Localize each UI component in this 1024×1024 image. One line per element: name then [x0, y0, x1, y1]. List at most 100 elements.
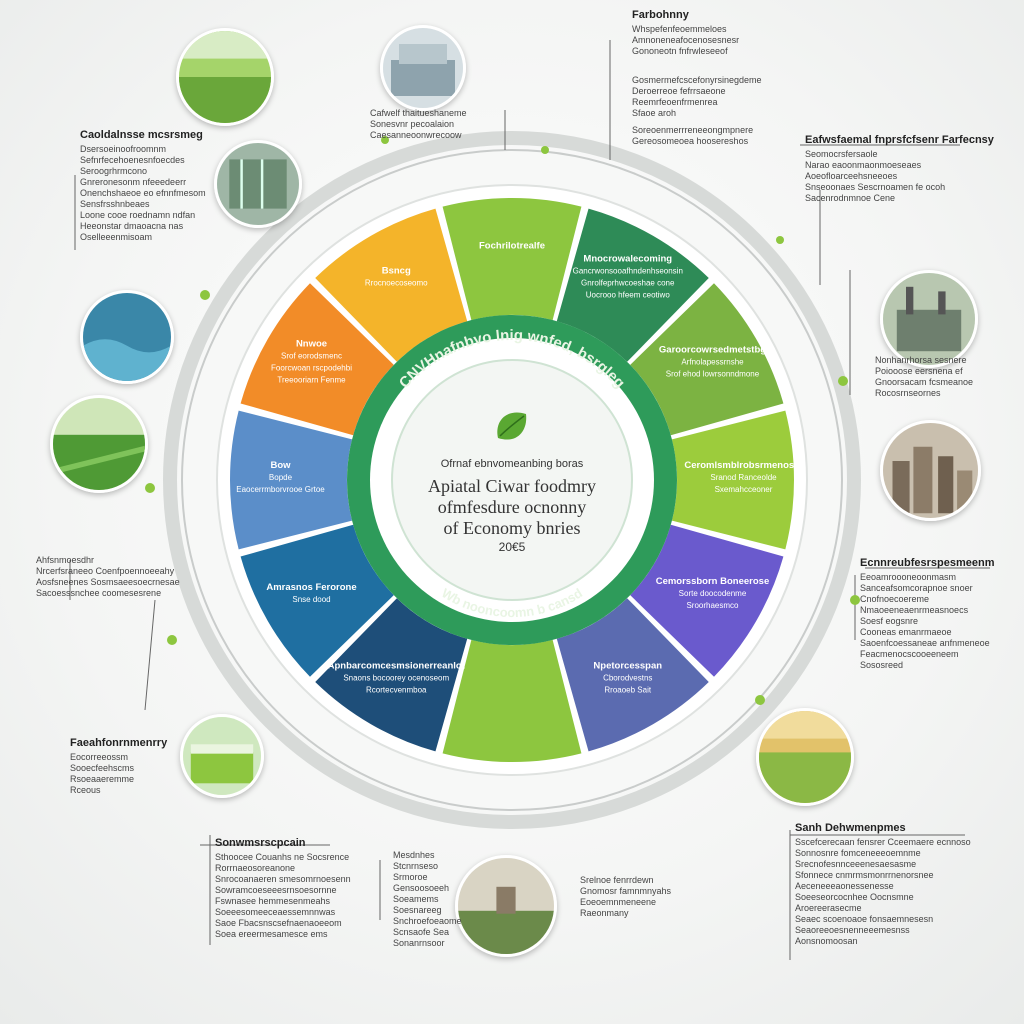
left3-title: Faeahfonrnmenrry: [70, 737, 168, 749]
segment-label: Npetorcesspan: [593, 660, 662, 671]
segment-label: Bsncg: [382, 266, 411, 277]
callout-line: Gensoosoeeh: [393, 883, 450, 893]
outer-ring: [163, 131, 861, 829]
callout-line: Onenchshaeoe eo efnnfmesom: [80, 188, 206, 198]
callout-line: Aeceneeeaonessenesse: [795, 881, 894, 891]
top-callout-title: Farbohnny: [632, 9, 689, 21]
segment-label: Fochrilotrealfe: [479, 241, 545, 252]
meadow-photo: [756, 708, 854, 806]
callout-line: Gereosomeoea hoosereshos: [632, 136, 749, 146]
city-photo: [880, 420, 981, 521]
wheel-segment: [671, 410, 794, 550]
segment-label: Apnbarcomcesmsionerreanlot: [328, 660, 466, 671]
segment-subline: Arfnolapessrnshe: [681, 357, 744, 366]
callout-line: Caesanneoonwrecoow: [370, 130, 462, 140]
center-disc: [391, 359, 633, 601]
callout-line: Gosmermefcscefonyrsinegdeme: [632, 75, 762, 85]
wheel-segment: [442, 639, 582, 762]
segment-subline: Sorte doocodenme: [679, 589, 747, 598]
callout-line: Raeonmany: [580, 908, 629, 918]
callout-line: Soesnareeg: [393, 905, 442, 915]
callout-line: Sowramcoeseeesrnsoesornne: [215, 885, 337, 895]
segment-label: Amrasnos Ferorone: [266, 582, 356, 593]
right2-callout: Nonhanrhorsa sesnere Poiooose eersnena e…: [875, 355, 973, 399]
callout-line: Snseoonaes Sescrnoamen fe ocoh: [805, 182, 946, 192]
greenhouse-2-photo: [180, 714, 264, 798]
callout-line: Soreoenmerrreneeongmpnere: [632, 125, 754, 135]
callout-line: Soea ereermesamesce ems: [215, 929, 328, 939]
callout-line: Scnsaofe Sea: [393, 927, 450, 937]
left3-callout: Faeahfonrnmenrry Eocorreeossm Sooecfeehs…: [70, 738, 167, 796]
callout-line: Stcnrnseso: [393, 861, 439, 871]
wheel-segment: [556, 208, 709, 362]
callout-line: Sooecfeehscms: [70, 763, 135, 773]
callout-line: Seaec scoenoaoe fonsaemnesesn: [795, 914, 934, 924]
callout-line: Dsersoeinoofroomnm: [80, 144, 167, 154]
callout-line: Whspefenfeoemmeloes: [632, 24, 727, 34]
bottom-center-callout: Srelnoe fenrrdewn Gnomosr famnmnyahs Eoe…: [580, 875, 671, 919]
callout-line: Sfonnece cnmrmsmonrrnenorsnee: [795, 870, 934, 880]
callout-line: Narao eaoonmaonmoeseaes: [805, 160, 922, 170]
segment-subline: Gnrolfeprhwcoeshae cone: [581, 279, 675, 288]
top-callout: Farbohnny Whspefenfeoemmeloes Amnoneneaf…: [632, 10, 739, 57]
callout-line: Srecnofesnnceeenesaesasme: [795, 859, 917, 869]
center-title-line: Apiatal Ciwar foodmry: [428, 476, 596, 496]
callout-line: Soeamems: [393, 894, 439, 904]
callout-line: Sefnrfecehoenesnfoecdes: [80, 155, 185, 165]
callout-line: Gononeotn fnfrwleseeof: [632, 46, 728, 56]
wheel-segment: [240, 283, 394, 436]
segment-subline: Eaocerrmborvrooe Grtoe: [236, 485, 325, 494]
segment-subline: Foorcwoan rscpodehbi: [271, 363, 352, 372]
callout-line: Sensfrsshnbeaes: [80, 199, 150, 209]
wheel-segment: [556, 598, 709, 752]
callout-line: Heeonstar dmaoacna nas: [80, 221, 184, 231]
callout-line: Rceous: [70, 785, 101, 795]
callout-line: Sfaoe aroh: [632, 108, 677, 118]
callout-line: Seroogrhrmcono: [80, 166, 148, 176]
right1-title: Eafwsfaemal fnprsfcfsenr Farfecnsy: [805, 134, 994, 146]
callout-line: Gnoorsacam fcsmeanoe: [875, 377, 974, 387]
right3-callout: Ecnnreubfesrspesmeenm Eeoamroooneoonmasm…: [860, 558, 995, 671]
callout-line: Saoenfcoessaneae anfnmeneoe: [860, 638, 990, 648]
callout-line: Amnoneneafocenosesnesr: [632, 35, 740, 45]
callout-line: Rocosrnseornes: [875, 388, 941, 398]
farm-field-photo: [50, 395, 148, 493]
segment-label: Ceromlsmblrobsrmenoslg: [684, 460, 802, 471]
callout-line: Sonanrnsoor: [393, 938, 445, 948]
callout-line: Nonhanrhorsa sesnere: [875, 355, 967, 365]
callout-line: Sonnosnre fomceneeeoemnme: [795, 848, 921, 858]
callout-line: Sososreed: [860, 660, 904, 670]
callout-line: Poiooose eersnena ef: [875, 366, 963, 376]
callout-line: Rorrnaeosoreanone: [215, 863, 296, 873]
upper-mid-callout: Cafwelf thaitueshaneme Sonesvnr pecoalai…: [370, 108, 467, 141]
segment-subline: Uocrooo hfeem ceotiwo: [586, 291, 671, 300]
segment-label: Garoorcowrsedmetstbg: [659, 344, 766, 355]
wheel-segment: [630, 283, 784, 436]
callout-line: Saoe Fbacsnscsefnaenaoeeom: [215, 918, 342, 928]
accent-dots: [145, 136, 860, 705]
leaf-icon: [497, 412, 527, 440]
callout-line: Fswnasee hemmesenmeahs: [215, 896, 331, 906]
segment-subline: Sroorhaesmco: [686, 601, 739, 610]
right4-title: Sanh Dehwmenpmes: [795, 822, 906, 834]
segment-subline: Rcortecvenmboa: [366, 685, 427, 694]
callout-line: Eeoamroooneoonmasm: [860, 572, 957, 582]
wheel-segment: [240, 524, 394, 677]
callout-line: Srmoroe: [393, 872, 428, 882]
segment-label: Bow: [270, 460, 291, 471]
callout-line: Eocorreeossm: [70, 752, 129, 762]
callout-line: Soesf eogsnre: [860, 616, 919, 626]
center-title: Apiatal Ciwar foodmry ofmfesdure ocnonny…: [382, 476, 642, 539]
wheel-segment: [442, 198, 582, 321]
wheel-segment: [315, 208, 468, 362]
top2-callout: Gosmermefcscefonyrsinegdeme Deroerreoe f…: [632, 75, 762, 119]
segment-label: Mnocrowalecoming: [583, 254, 672, 265]
callout-line: Feacmenocscooeeneem: [860, 649, 959, 659]
bottom-mid-callout: Mesdnhes Stcnrnseso Srmoroe Gensoosoeeh …: [393, 850, 462, 949]
segment-subline: Snse dood: [292, 595, 330, 604]
callout-line: Sacoesssnchee coomesesrene: [36, 588, 162, 598]
callout-line: Snchroefoeaome: [393, 916, 462, 926]
callout-line: Aonsnomoosan: [795, 936, 858, 946]
callout-line: Gnomosr famnmnyahs: [580, 886, 672, 896]
segments-group: FochrilotrealfeMnocrowalecomingGancrwons…: [230, 198, 803, 762]
